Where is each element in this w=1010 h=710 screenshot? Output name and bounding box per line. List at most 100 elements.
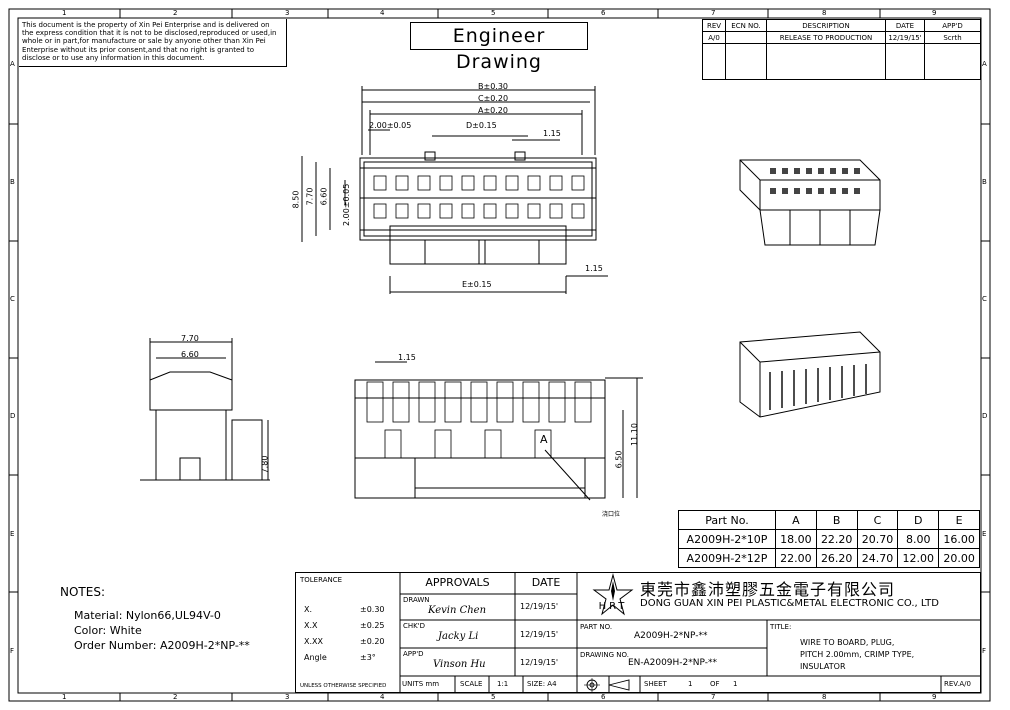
part-cell: 20.70: [856, 529, 899, 549]
rev-header-description: DESCRIPTION: [766, 19, 886, 32]
note-line: Color: White: [74, 624, 142, 637]
part-table-header-c: C: [856, 510, 899, 530]
table-row: A2009H-2*10P 18.00 22.20 20.70 8.00 16.0…: [678, 529, 980, 549]
zone-col-9: 9: [932, 9, 937, 17]
top-view: [301, 86, 608, 294]
zone-col-8-bottom: 8: [822, 693, 827, 701]
table-row: A2009H-2*12P 22.00 26.20 24.70 12.00 20.…: [678, 548, 980, 568]
zone-row-a-right: A: [982, 60, 987, 68]
approvals-date-heading: DATE: [531, 576, 561, 589]
confidentiality-notice: This document is the property of Xin Pei…: [19, 19, 287, 67]
zone-row-a: A: [10, 60, 15, 68]
rev-header-appd: APP'D: [924, 19, 981, 32]
zone-row-e-right: E: [982, 530, 987, 538]
approvals-heading: APPROVALS: [425, 576, 490, 589]
zone-col-7-bottom: 7: [711, 693, 716, 701]
dim-b-label: B±0.30: [478, 82, 509, 91]
sheet-total: 1: [733, 680, 738, 688]
part-table: Part No. A B C D E A2009H-2*10P 18.00 22…: [678, 510, 980, 568]
title-line: PITCH 2.00mm, CRIMP TYPE,: [800, 650, 915, 659]
company-name-cn: 東莞市鑫沛塑膠五金電子有限公司: [640, 580, 896, 599]
rev-cell-rev: A/0: [702, 31, 726, 44]
zone-col-4-bottom: 4: [380, 693, 385, 701]
company-logo-letters: HRT: [598, 601, 628, 612]
company-name-en: DONG GUAN XIN PEI PLASTIC&METAL ELECTRON…: [640, 598, 939, 609]
part-cell: 22.00: [775, 548, 817, 568]
rev-header-rev: REV: [702, 19, 726, 32]
dim-660-label: 6.60: [319, 187, 329, 206]
part-cell: 26.20: [815, 548, 858, 568]
company-logo-icon: [592, 573, 634, 616]
zone-row-d: D: [10, 412, 16, 420]
scale-value: 1:1: [497, 680, 509, 688]
approved-signature: Vinson Hu: [433, 659, 486, 670]
dim-front-115-label: 1.15: [398, 353, 416, 362]
gate-marker: A: [540, 433, 548, 446]
part-cell: 20.00: [938, 548, 980, 568]
title-line: INSULATOR: [800, 662, 846, 671]
dim-pitch-v-label: 2.00±0.05: [342, 183, 351, 226]
part-cell: 12.00: [897, 548, 940, 568]
dim-850-label: 8.50: [291, 190, 301, 209]
approved-label: APP'D: [403, 650, 424, 658]
drawn-label: DRAWN: [403, 596, 430, 604]
part-table-header-a: A: [775, 510, 817, 530]
part-table-header-b: B: [815, 510, 858, 530]
notes-heading: NOTES:: [60, 585, 105, 599]
zone-row-f-right: F: [982, 647, 987, 655]
part-no-value: A2009H-2*NP-**: [634, 631, 708, 641]
dim-side-770-label: 7.70: [181, 334, 199, 343]
part-table-header-d: D: [897, 510, 940, 530]
zone-col-3: 3: [285, 9, 290, 17]
title-label: TITLE:: [770, 623, 792, 631]
drawing-no-value: EN-A2009H-2*NP-**: [628, 658, 717, 668]
dim-115a-label: 1.15: [543, 129, 561, 138]
zone-col-3-bottom: 3: [285, 693, 290, 701]
part-cell: A2009H-2*10P: [678, 529, 776, 549]
part-cell: 18.00: [775, 529, 817, 549]
zone-col-8: 8: [822, 9, 827, 17]
dim-pitch-label: 2.00±0.05: [369, 121, 412, 130]
dim-770-label: 7.70: [305, 187, 315, 206]
sheet-of-label: OF: [710, 680, 720, 688]
rev-header-date: DATE: [885, 19, 925, 32]
dim-c-label: C±0.20: [478, 94, 509, 103]
zone-col-6-bottom: 6: [601, 693, 606, 701]
part-cell: 8.00: [897, 529, 940, 549]
zone-col-5-bottom: 5: [491, 693, 496, 701]
zone-col-5: 5: [491, 9, 496, 17]
part-cell: A2009H-2*12P: [678, 548, 776, 568]
approved-date: 12/19/15': [520, 658, 559, 667]
drawn-date: 12/19/15': [520, 602, 559, 611]
sheet-label: SHEET: [644, 680, 667, 688]
tolerance-row: Angle±3°: [304, 653, 376, 662]
zone-col-4: 4: [380, 9, 385, 17]
zone-row-f: F: [10, 647, 15, 655]
title-lines: WIRE TO BOARD, PLUG, PITCH 2.00mm, CRIMP…: [800, 637, 914, 673]
units-label: UNITS mm: [402, 680, 440, 688]
dim-115b-label: 1.15: [585, 264, 603, 273]
part-table-header-partno: Part No.: [678, 510, 776, 530]
note-line: Order Number: A2009H-2*NP-**: [74, 639, 250, 652]
rev-cell-description: RELEASE TO PRODUCTION: [766, 31, 886, 44]
revision-table: REV ECN NO. DESCRIPTION DATE APP'D A/0 R…: [702, 19, 981, 80]
tolerance-footer: UNLESS OTHERWISE SPECIFIED: [300, 683, 387, 689]
drawing-no-label: DRAWING NO.: [580, 651, 629, 659]
checked-signature: Jacky Li: [438, 631, 479, 642]
zone-row-c: C: [10, 295, 15, 303]
zone-row-d-right: D: [982, 412, 988, 420]
dim-side-660-label: 6.60: [181, 350, 199, 359]
scale-label: SCALE: [460, 680, 483, 688]
front-view: [354, 361, 643, 501]
rev-header-ecn: ECN NO.: [725, 19, 767, 32]
zone-row-b: B: [10, 178, 15, 186]
tolerance-heading: TOLERANCE: [300, 576, 343, 584]
zone-col-9-bottom: 9: [932, 693, 937, 701]
zone-col-2: 2: [173, 9, 178, 17]
zone-col-1: 1: [62, 9, 67, 17]
zone-col-6: 6: [601, 9, 606, 17]
title-line: WIRE TO BOARD, PLUG,: [800, 638, 895, 647]
tolerance-row: X.XX±0.20: [304, 637, 385, 646]
part-cell: 22.20: [815, 529, 858, 549]
